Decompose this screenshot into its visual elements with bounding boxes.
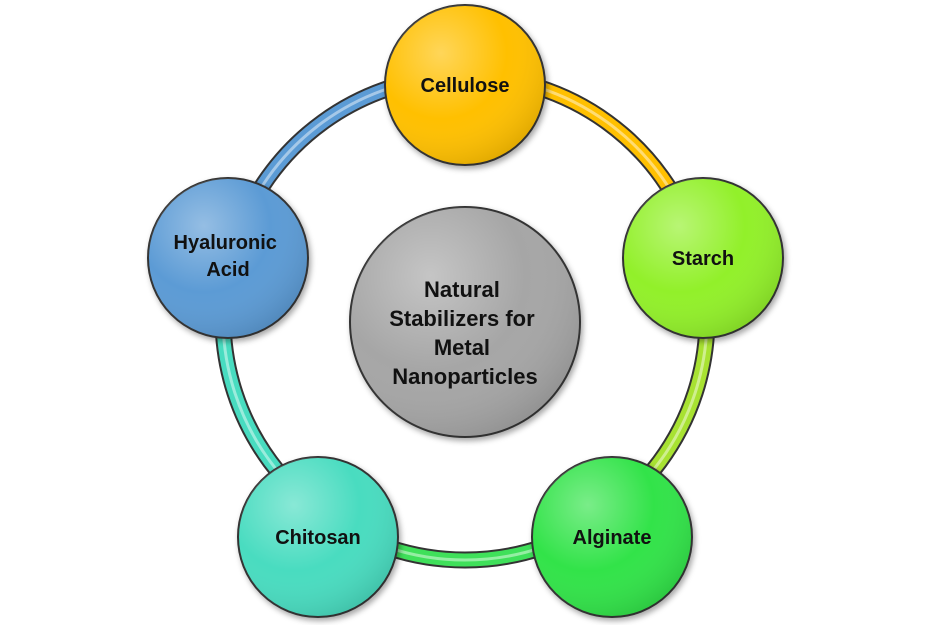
node-sheen (238, 457, 398, 617)
node-label-line: Alginate (573, 527, 652, 549)
center-label: Natural Stabilizers for Metal Nanopartic… (389, 277, 541, 389)
node-label-hyaluronic-acid: Hyaluronic Acid (174, 232, 283, 281)
node-sheen (623, 178, 783, 338)
node-sheen (532, 457, 692, 617)
node-label-chitosan: Chitosan (275, 527, 361, 549)
node-label-alginate: Alginate (573, 527, 652, 549)
node-alginate: Alginate (531, 456, 693, 618)
center-circle-sheen (350, 207, 580, 437)
node-label-line: Starch (672, 248, 734, 270)
node-sheen (148, 178, 308, 338)
node-label-starch: Starch (672, 248, 734, 270)
node-sheen (385, 5, 545, 165)
center-label-line: Metal (434, 335, 490, 360)
center-label-line: Natural (424, 277, 500, 302)
outer-nodes: Cellulose Starch Alginate (147, 4, 784, 618)
center-hub: Natural Stabilizers for Metal Nanopartic… (349, 206, 581, 438)
center-label-line: Nanoparticles (392, 364, 538, 389)
node-label-line: Hyaluronic (174, 232, 277, 254)
center-label-line: Stabilizers for (389, 306, 535, 331)
node-label-line: Chitosan (275, 527, 361, 549)
node-chitosan: Chitosan (237, 456, 399, 618)
node-starch: Starch (622, 177, 784, 339)
node-label-line: Cellulose (421, 75, 510, 97)
node-hyaluronic-acid: Hyaluronic Acid (147, 177, 309, 339)
node-cellulose: Cellulose (384, 4, 546, 166)
node-label-cellulose: Cellulose (421, 75, 510, 97)
node-label-line: Acid (206, 259, 249, 281)
